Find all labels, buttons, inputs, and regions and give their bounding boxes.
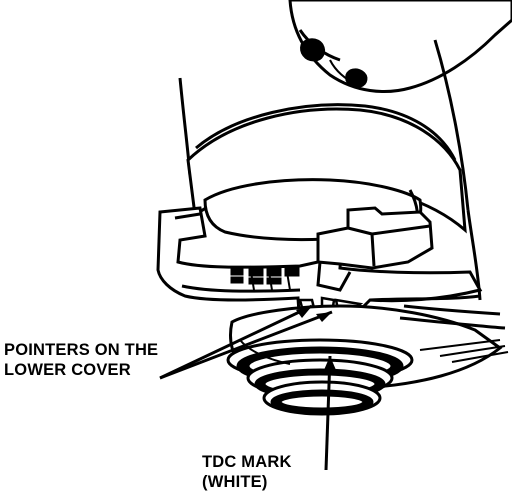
pointers-label-line1: POINTERS ON THE — [4, 341, 159, 359]
pointers-label-line2: LOWER COVER — [4, 361, 131, 379]
mount-bracket — [316, 206, 434, 292]
pointers-callout: POINTERS ON THE LOWER COVER — [4, 340, 158, 380]
tdc-label-line2: (WHITE) — [202, 473, 268, 491]
tdc-mark-callout: TDC MARK (WHITE) — [202, 452, 292, 492]
tdc-label-line1: TDC MARK — [202, 453, 292, 471]
timing-belt-cover — [186, 103, 467, 242]
leader-arrows — [296, 306, 336, 370]
crank-pulley — [226, 304, 509, 416]
lower-cover-edge — [369, 294, 506, 330]
distributor-cap — [288, 0, 512, 93]
leader-lines — [159, 304, 333, 471]
